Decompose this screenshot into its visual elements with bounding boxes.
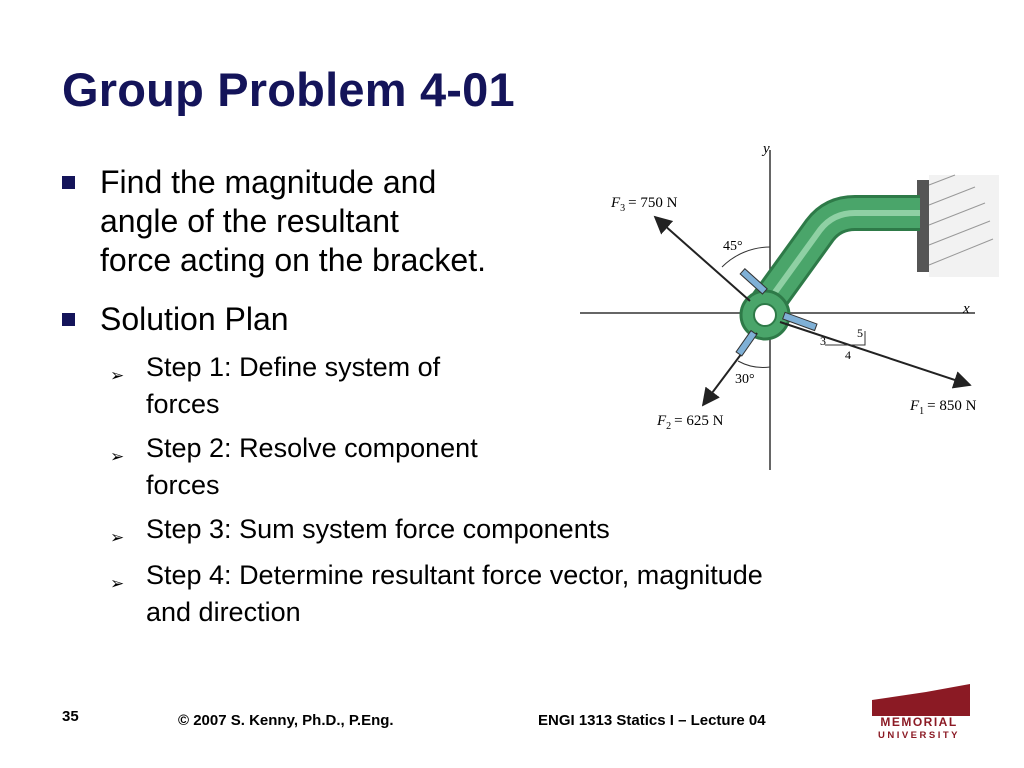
page-number: 35 [62, 708, 79, 725]
step-line: forces [146, 389, 220, 419]
logo-banner-shape [872, 684, 970, 716]
f1-label: F1= 850 N [909, 398, 977, 417]
footer-course: ENGI 1313 Statics I – Lecture 04 [538, 712, 766, 729]
chevron-right-icon: ➢ [110, 366, 125, 385]
step-line: and direction [146, 597, 301, 627]
slope-triangle [825, 331, 866, 346]
chevron-right-icon: ➢ [110, 574, 125, 593]
pin-f2 [735, 329, 758, 357]
wall-support [929, 175, 999, 277]
step-line: Step 2: Resolve component [146, 433, 478, 463]
angle-45-label: 45° [723, 239, 743, 254]
y-axis-label: y [761, 141, 770, 157]
chevron-right-icon: ➢ [110, 528, 125, 547]
force-f1-arrow [779, 321, 972, 389]
bullet-line: Find the magnitude and [100, 164, 437, 200]
f2-label: F2= 625 N [656, 413, 724, 432]
force-f3-arrow [653, 215, 751, 302]
step-line: Step 4: Determine resultant force vector… [146, 560, 763, 590]
chevron-right-icon: ➢ [110, 447, 125, 466]
slope-4: 4 [845, 348, 851, 362]
bullet-line: force acting on the bracket. [100, 242, 486, 278]
x-axis-label: x [962, 301, 970, 317]
bullet-line: angle of the resultant [100, 203, 399, 239]
angle-30-arc [737, 360, 771, 368]
angle-30-label: 30° [735, 372, 755, 387]
footer-copyright: © 2007 S. Kenny, Ph.D., P.Eng. [178, 712, 394, 729]
bullet-line: Solution Plan [100, 301, 289, 337]
angle-45-arc [721, 246, 771, 268]
slope-3: 3 [820, 334, 826, 348]
bracket-force-diagram: y x 45° 30° 3 4 5 F3= 750 N F2= 625 N F1… [580, 141, 999, 470]
logo-line1: MEMORIAL [880, 715, 957, 729]
f3-label: F3= 750 N [610, 195, 678, 214]
step-line: forces [146, 470, 220, 500]
step-line: Step 1: Define system of [146, 352, 441, 382]
pin-f1 [782, 311, 818, 332]
bracket-highlight [757, 210, 920, 315]
pin-f3 [739, 268, 768, 295]
step-line: Step 3: Sum system force components [146, 514, 610, 544]
ring-hole [753, 303, 777, 327]
memorial-university-logo: MEMORIAL UNIVERSITY [872, 684, 970, 740]
square-bullet-icon [62, 176, 75, 189]
logo-line2: UNIVERSITY [878, 730, 960, 740]
wall-hatching [928, 174, 994, 266]
square-bullet-icon [62, 313, 75, 326]
slope-5: 5 [857, 326, 863, 340]
slide-title: Group Problem 4-01 [62, 63, 515, 116]
